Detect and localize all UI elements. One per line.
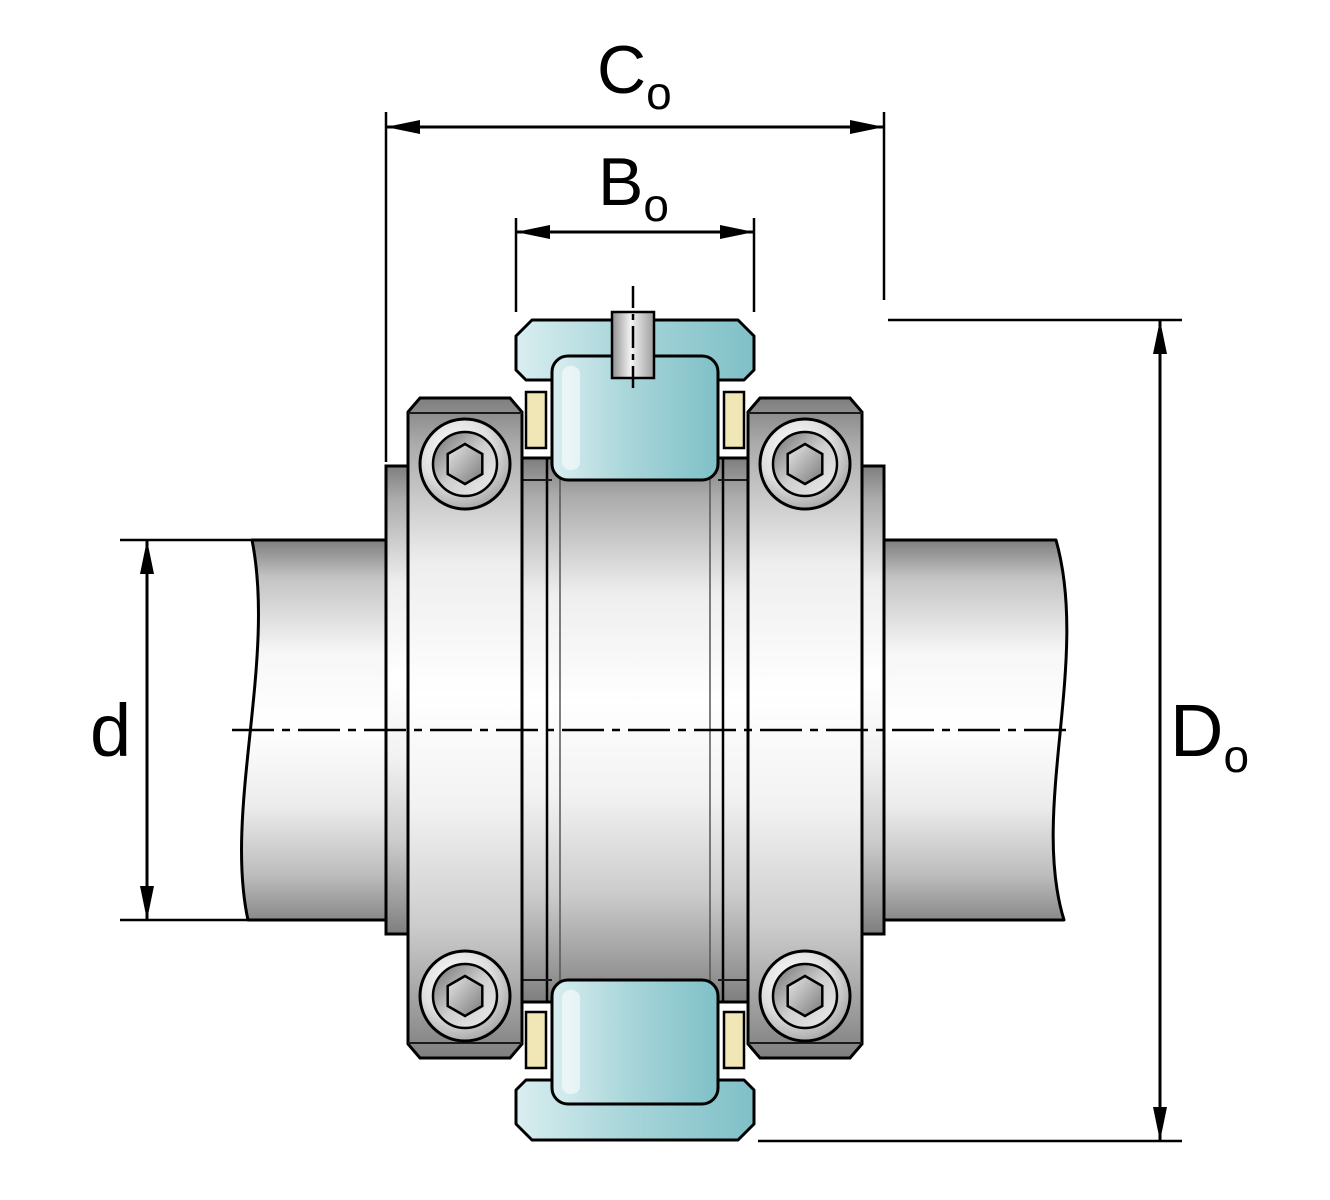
seal-highlight bbox=[562, 990, 580, 1094]
dimension-bo: Bo bbox=[514, 144, 756, 312]
seal-highlight bbox=[562, 366, 580, 470]
dimension-label-d: d bbox=[90, 689, 131, 772]
arrowhead-left bbox=[516, 225, 550, 239]
socket-head-screw-bottom-right bbox=[758, 949, 852, 1043]
arrowhead-right bbox=[720, 225, 754, 239]
cage-segment-bottom-left bbox=[524, 1010, 548, 1070]
arrowhead-left bbox=[386, 120, 420, 134]
cage-segment-top-left bbox=[524, 390, 548, 450]
socket-head-screw-top-left bbox=[418, 417, 512, 511]
dimension-label-bo: Bo bbox=[598, 144, 669, 231]
housing-rim-left bbox=[384, 464, 410, 936]
arrowhead-top bbox=[140, 540, 154, 574]
arrowhead-bottom bbox=[1153, 1107, 1167, 1141]
dimension-d: d bbox=[90, 538, 320, 922]
cage-segment-bottom-right bbox=[722, 1010, 746, 1070]
dimension-label-co: Co bbox=[597, 32, 672, 119]
cage-segment-top-right bbox=[722, 390, 746, 450]
dimensions: Co Bo d Do bbox=[90, 32, 1249, 1143]
dimension-label-do: Do bbox=[1170, 689, 1249, 782]
arrowhead-right bbox=[850, 120, 884, 134]
socket-head-screw-bottom-left bbox=[418, 949, 512, 1043]
arrowhead-top bbox=[1153, 320, 1167, 354]
bearing-elements bbox=[514, 310, 756, 1142]
housing-rim-right bbox=[860, 464, 886, 936]
dimension-co: Co bbox=[384, 32, 886, 462]
dimension-do: Do bbox=[758, 318, 1249, 1143]
socket-head-screw-top-right bbox=[758, 417, 852, 511]
arrowhead-bottom bbox=[140, 886, 154, 920]
centerlines bbox=[232, 286, 1072, 732]
seal-bottom bbox=[550, 978, 720, 1106]
